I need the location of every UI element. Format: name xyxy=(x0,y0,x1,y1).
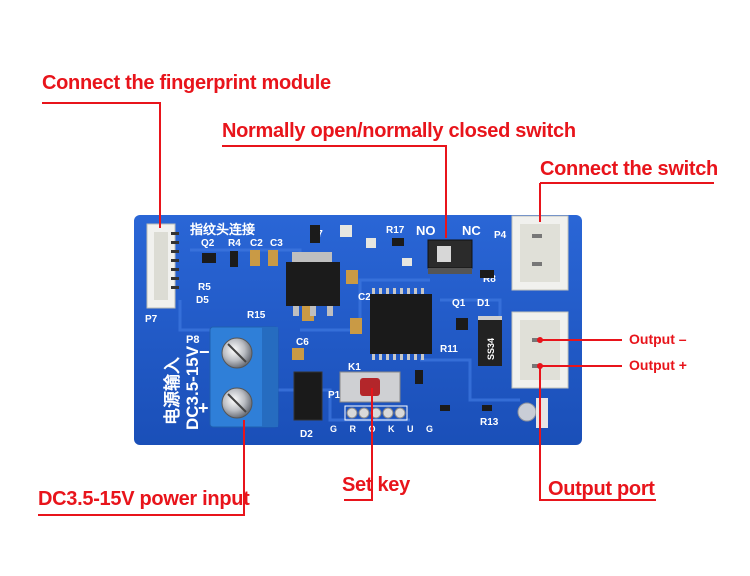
main-chip xyxy=(370,288,432,360)
silk-p7: P7 xyxy=(145,314,158,325)
silk-r13: R13 xyxy=(480,417,499,428)
silk-power-input-cn: 电源输入 xyxy=(162,357,182,425)
silk-p8: P8 xyxy=(186,334,199,346)
diode-code-label: SS34 xyxy=(486,338,496,360)
silk-c6: C6 xyxy=(296,337,309,348)
callout-no-nc-switch: Normally open/normally closed switch xyxy=(222,120,576,142)
regulator xyxy=(286,252,340,316)
power-terminal xyxy=(209,326,279,428)
silk-p1: P1 xyxy=(328,390,341,401)
silk-r11: R11 xyxy=(440,344,458,355)
callout-output-plus: Output + xyxy=(629,357,687,373)
silk-q1: Q1 xyxy=(452,298,466,309)
set-key-button xyxy=(339,371,401,403)
silk-c2b: C2 xyxy=(358,292,371,303)
silk-d2: D2 xyxy=(300,429,313,440)
silk-pin-labels: G R O K U G xyxy=(330,424,438,434)
silk-plus: + xyxy=(198,398,209,418)
callout-output-minus: Output – xyxy=(629,331,687,347)
no-nc-slide-switch xyxy=(427,239,473,274)
callout-connect-switch: Connect the switch xyxy=(540,158,718,180)
callout-set-key: Set key xyxy=(342,474,410,496)
silk-c3: C3 xyxy=(270,238,283,249)
callout-fingerprint-module: Connect the fingerprint module xyxy=(42,72,331,94)
silk-d1: D1 xyxy=(477,298,490,309)
silk-d5: D5 xyxy=(196,295,209,306)
silk-minus: − xyxy=(199,342,210,362)
silk-r17: R17 xyxy=(386,225,405,236)
callout-lines xyxy=(38,102,714,516)
switch-connector xyxy=(511,215,569,291)
callout-output-port: Output port xyxy=(548,478,655,500)
silk-c2: C2 xyxy=(250,238,263,249)
callout-power-input: DC3.5-15V power input xyxy=(38,488,250,510)
fingerprint-connector xyxy=(146,223,179,309)
silk-no: NO xyxy=(416,223,436,238)
silk-fingerprint-header: 指纹头连接 xyxy=(190,222,255,237)
silk-voltage: DC3.5-15V xyxy=(183,345,202,430)
silk-nc: NC xyxy=(462,223,481,238)
silk-r8: R8 xyxy=(483,274,496,285)
silk-r4: R4 xyxy=(228,238,241,249)
silk-r5: R5 xyxy=(198,282,211,293)
silk-k1: K1 xyxy=(348,362,361,373)
silk-q2: Q2 xyxy=(201,238,215,249)
silk-r15: R15 xyxy=(247,310,266,321)
silk-p4: P4 xyxy=(494,230,507,241)
diode-ss34: SS34 xyxy=(478,316,502,366)
